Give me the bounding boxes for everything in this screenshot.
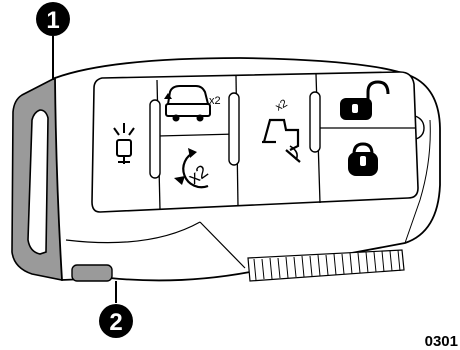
grip-ribs xyxy=(247,249,405,282)
lock-icon[interactable] xyxy=(348,142,378,176)
key-release-button[interactable] xyxy=(71,264,113,282)
callout-2-label: 2 xyxy=(109,309,122,336)
figure-code: 0301 xyxy=(425,333,458,350)
panic-light-icon[interactable] xyxy=(113,123,135,164)
tailgate-multiplier-label: x2 xyxy=(273,97,289,113)
trunk-multiplier-label: x2 xyxy=(209,95,221,107)
trunk-release-icon[interactable]: x2 xyxy=(164,85,221,122)
key-blade xyxy=(11,76,67,281)
tailgate-icon[interactable]: x2 xyxy=(262,97,301,163)
callout-1: 1 xyxy=(36,2,70,80)
unlock-icon[interactable] xyxy=(340,80,390,120)
callout-2: 2 xyxy=(99,281,133,338)
callout-1-label: 1 xyxy=(46,7,59,34)
